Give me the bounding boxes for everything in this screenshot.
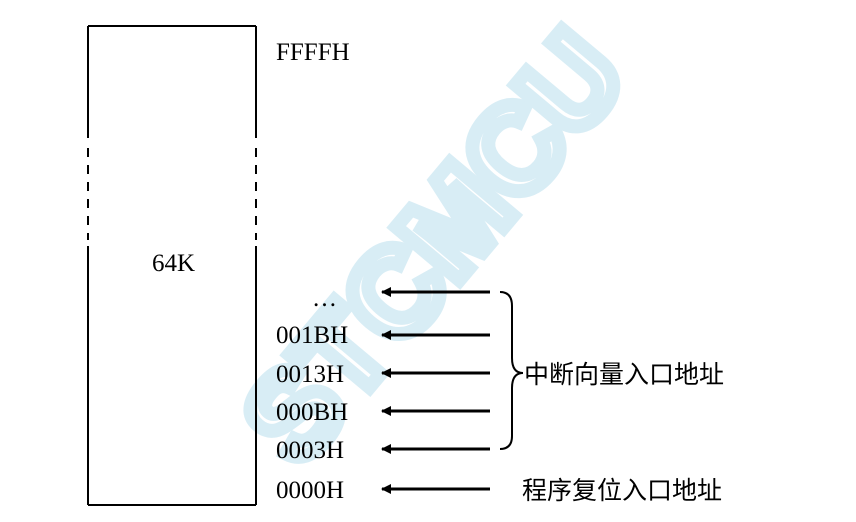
address-label-0003: 0003H (276, 437, 344, 464)
address-label-001B: 001BH (276, 322, 348, 349)
reset-entry-label: 程序复位入口地址 (522, 476, 722, 505)
top-address-label: FFFFH (276, 39, 350, 66)
memory-size-label: 64K (152, 250, 195, 277)
ellipsis-label: … (312, 285, 337, 312)
arrows (381, 287, 490, 494)
address-label-0013: 0013H (276, 361, 344, 388)
interrupt-vectors-label: 中断向量入口地址 (524, 360, 724, 389)
memory-block (87, 25, 257, 506)
address-label-0000: 0000H (276, 477, 344, 504)
vector-group-brace (499, 291, 524, 450)
address-label-000B: 000BH (276, 399, 348, 426)
